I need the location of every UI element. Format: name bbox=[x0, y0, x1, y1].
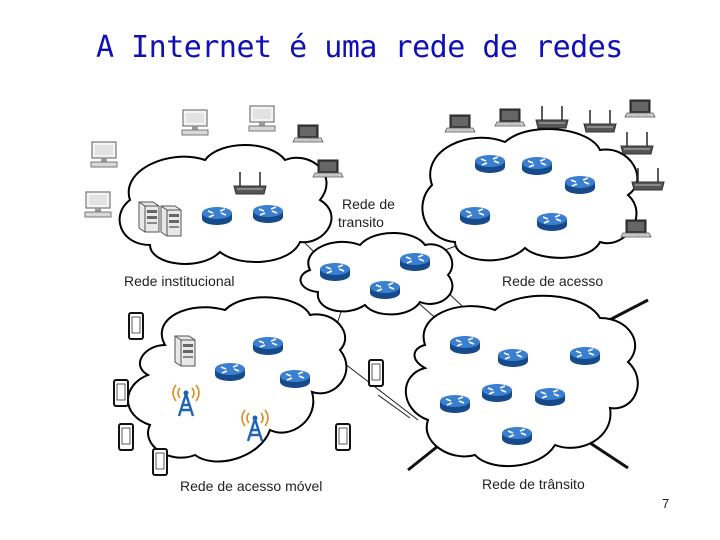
transit-network-top-label-line1: Rede de bbox=[342, 196, 395, 212]
laptop-icon bbox=[293, 125, 323, 142]
access-network-label: Rede de acesso bbox=[502, 273, 603, 289]
router-icon bbox=[202, 207, 232, 225]
router-icon bbox=[475, 155, 505, 173]
router-icon bbox=[482, 384, 512, 402]
router-icon bbox=[450, 336, 480, 354]
smartphone-icon bbox=[369, 360, 383, 386]
desktop-icon bbox=[182, 110, 208, 135]
page-number: 7 bbox=[662, 496, 669, 511]
router-icon bbox=[320, 263, 350, 281]
smartphone-icon bbox=[114, 380, 128, 406]
laptop-icon bbox=[621, 220, 651, 237]
laptop-icon bbox=[445, 115, 475, 132]
transit-network-bottom-label: Rede de trânsito bbox=[482, 476, 585, 492]
desktop-icon bbox=[249, 106, 275, 131]
router-icon bbox=[280, 370, 310, 388]
smartphone-icon bbox=[119, 424, 133, 450]
router-icon bbox=[400, 253, 430, 271]
laptop-icon bbox=[495, 109, 525, 126]
laptop-icon bbox=[625, 100, 655, 117]
router-icon bbox=[440, 395, 470, 413]
desktop-icon bbox=[91, 142, 117, 167]
router-icon bbox=[570, 347, 600, 365]
transit-network-top-label-line2: transito bbox=[338, 214, 384, 230]
laptop-icon bbox=[313, 160, 343, 177]
router-icon bbox=[498, 349, 528, 367]
access-network-cloud bbox=[422, 129, 637, 260]
desktop-icon bbox=[85, 192, 111, 217]
router-icon bbox=[535, 388, 565, 406]
server-icon bbox=[161, 206, 181, 236]
wifi-access-point-icon bbox=[584, 110, 616, 132]
router-icon bbox=[460, 207, 490, 225]
server-icon bbox=[139, 202, 159, 232]
smartphone-icon bbox=[153, 449, 167, 475]
smartphone-icon bbox=[336, 424, 350, 450]
router-icon bbox=[215, 363, 245, 381]
wifi-access-point-icon bbox=[536, 106, 568, 128]
mobile-access-network-label: Rede de acesso móvel bbox=[180, 478, 322, 494]
smartphone-icon bbox=[129, 313, 143, 339]
router-icon bbox=[537, 213, 567, 231]
server-icon bbox=[175, 336, 195, 366]
router-icon bbox=[522, 157, 552, 175]
router-icon bbox=[370, 281, 400, 299]
institutional-network-label: Rede institucional bbox=[124, 273, 235, 289]
router-icon bbox=[253, 205, 283, 223]
router-icon bbox=[565, 176, 595, 194]
router-icon bbox=[502, 427, 532, 445]
wifi-access-point-icon bbox=[621, 132, 653, 154]
router-icon bbox=[253, 337, 283, 355]
